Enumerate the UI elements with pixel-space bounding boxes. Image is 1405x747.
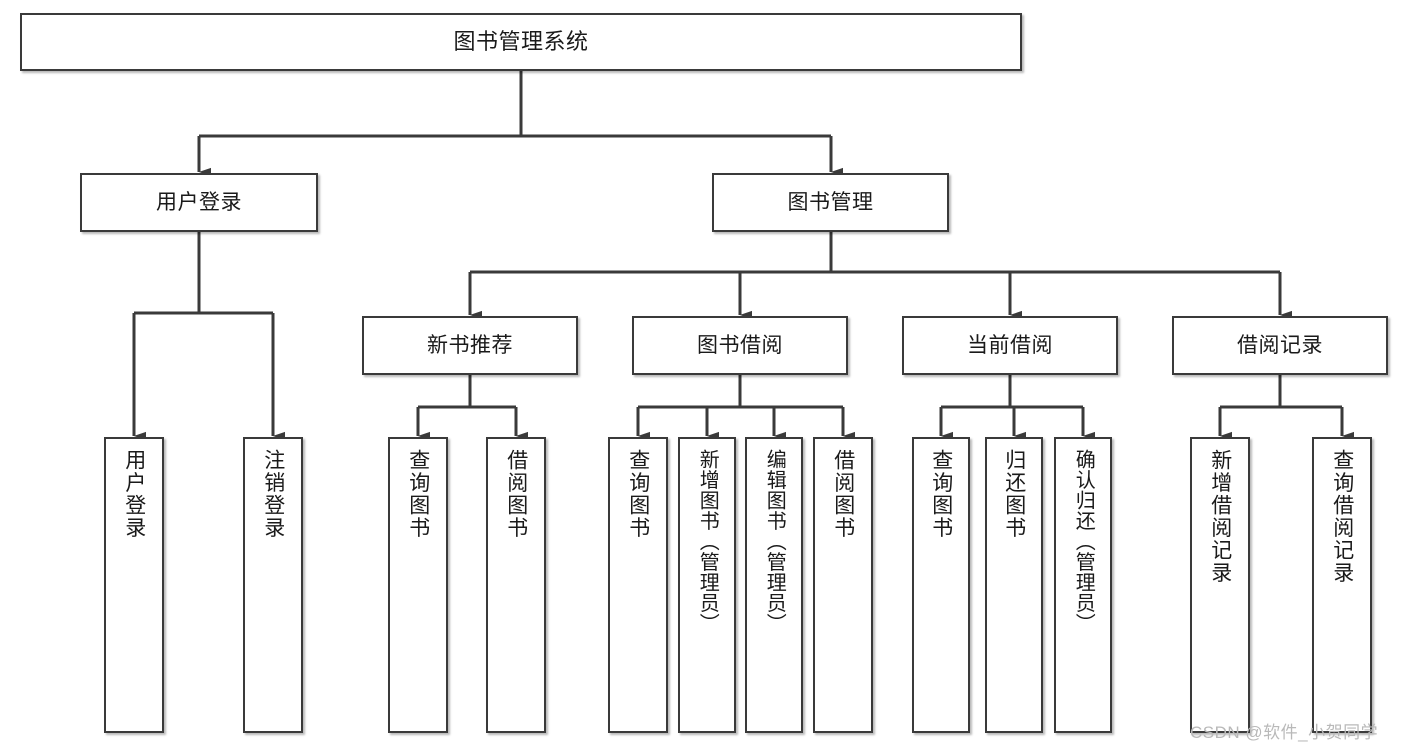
- node-leaf-borrow-books[interactable]: 借阅图书: [813, 437, 873, 733]
- watermark-text: CSDN @软件_小贺同学: [1190, 723, 1379, 742]
- node-label: 确认归还（管理员）: [1072, 449, 1095, 634]
- node-leaf-logout[interactable]: 注销登录: [243, 437, 303, 733]
- node-label: 归还图书: [1002, 449, 1026, 539]
- node-label: 编辑图书（管理员）: [763, 449, 786, 634]
- node-borrow-records[interactable]: 借阅记录: [1172, 316, 1388, 375]
- node-label: 图书管理系统: [453, 29, 589, 55]
- node-label: 图书借阅: [697, 333, 783, 357]
- node-label: 借阅记录: [1237, 333, 1323, 357]
- node-current-borrowing[interactable]: 当前借阅: [902, 316, 1118, 375]
- node-label: 借阅图书: [504, 449, 528, 539]
- node-label: 新书推荐: [427, 333, 513, 357]
- node-leaf-query-borrow-record[interactable]: 查询借阅记录: [1312, 437, 1372, 733]
- node-leaf-add-borrow-record[interactable]: 新增借阅记录: [1190, 437, 1250, 733]
- node-label: 查询图书: [929, 449, 953, 539]
- node-leaf-query-books-new[interactable]: 查询图书: [388, 437, 448, 733]
- node-label: 查询图书: [626, 449, 650, 539]
- node-leaf-add-book-admin[interactable]: 新增图书（管理员）: [678, 437, 736, 733]
- node-label: 借阅图书: [831, 449, 855, 539]
- node-label: 当前借阅: [967, 333, 1053, 357]
- node-leaf-confirm-return-admin[interactable]: 确认归还（管理员）: [1054, 437, 1112, 733]
- node-leaf-return-books[interactable]: 归还图书: [985, 437, 1043, 733]
- node-book-management[interactable]: 图书管理: [712, 173, 949, 232]
- node-label: 查询图书: [406, 449, 430, 539]
- node-leaf-edit-book-admin[interactable]: 编辑图书（管理员）: [745, 437, 803, 733]
- node-label: 新增借阅记录: [1208, 449, 1232, 584]
- node-leaf-user-login[interactable]: 用户登录: [104, 437, 164, 733]
- node-label: 图书管理: [787, 190, 874, 214]
- node-leaf-query-books-borrow[interactable]: 查询图书: [608, 437, 668, 733]
- node-leaf-query-books-current[interactable]: 查询图书: [912, 437, 970, 733]
- node-leaf-borrow-books-new[interactable]: 借阅图书: [486, 437, 546, 733]
- node-label: 用户登录: [122, 449, 146, 539]
- node-label: 注销登录: [261, 449, 285, 539]
- node-label: 用户登录: [156, 190, 242, 214]
- node-label: 查询借阅记录: [1330, 449, 1354, 584]
- node-new-book-recommendation[interactable]: 新书推荐: [362, 316, 578, 375]
- node-user-login[interactable]: 用户登录: [80, 173, 318, 232]
- node-label: 新增图书（管理员）: [696, 449, 719, 634]
- node-root-book-management-system[interactable]: 图书管理系统: [20, 13, 1022, 71]
- node-book-borrowing[interactable]: 图书借阅: [632, 316, 848, 375]
